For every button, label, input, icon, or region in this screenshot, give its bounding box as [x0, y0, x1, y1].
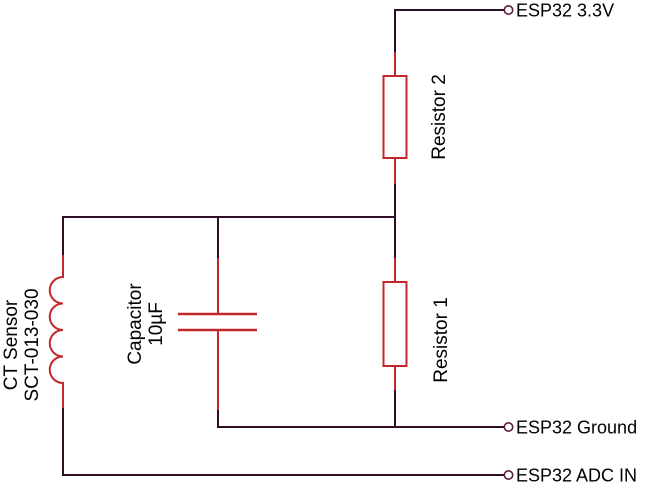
terminal-3v3-label: ESP32 3.3V	[516, 1, 614, 21]
terminal-adc-node	[503, 469, 514, 480]
wire-ground-rail	[217, 410, 504, 428]
terminal-adc-label: ESP32 ADC IN	[516, 466, 637, 486]
resistor2-label: Resistor 2	[429, 74, 450, 160]
wire-3v3-rail	[394, 9, 504, 52]
terminal-3v3-node	[503, 5, 514, 15]
ct-sensor-label: CT Sensor SCT-013-030	[1, 288, 43, 401]
resistor1-label: Resistor 1	[431, 297, 452, 383]
terminal-ground-label: ESP32 Ground	[516, 418, 637, 438]
capacitor-value-label: 10µF	[146, 302, 167, 346]
ct-sensor-coil-icon	[48, 255, 64, 408]
resistor2-body-icon	[382, 75, 408, 159]
ct-sensor-name-label: CT Sensor	[1, 299, 22, 390]
component-leads	[217, 52, 396, 410]
ct-sensor-model-label: SCT-013-030	[22, 288, 43, 401]
terminal-ground-node	[503, 421, 514, 432]
capacitor-name-label: Capacitor	[125, 283, 146, 365]
capacitor-plates-icon	[178, 312, 257, 332]
resistor1-body-icon	[382, 281, 408, 367]
capacitor-label: Capacitor 10µF	[125, 283, 167, 365]
wires	[62, 9, 504, 476]
wire-adc-rail	[62, 408, 504, 476]
